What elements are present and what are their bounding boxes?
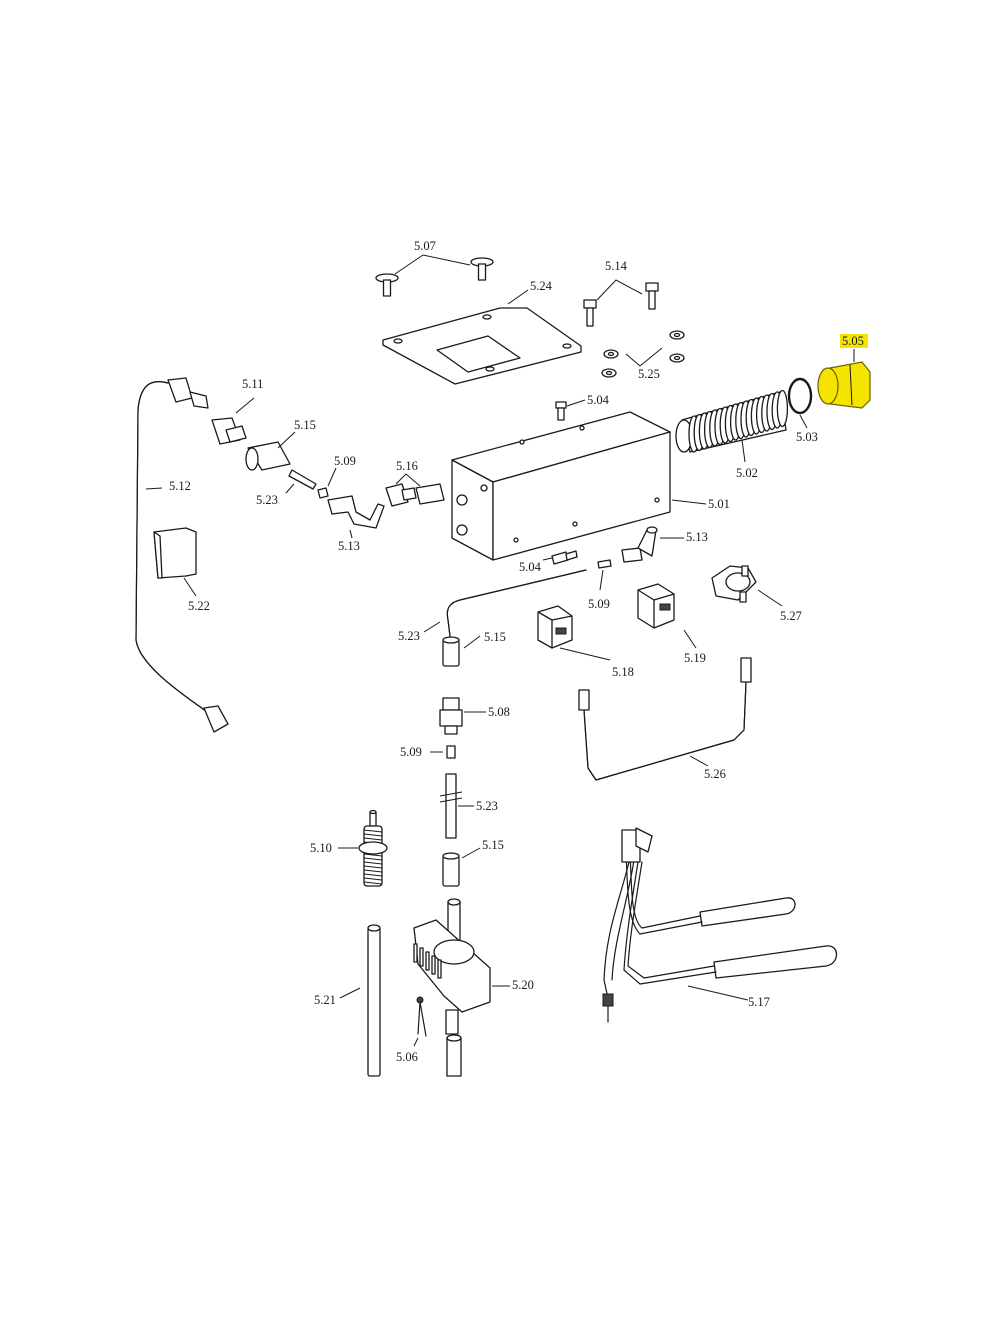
part-5-22-clip[interactable] (153, 527, 197, 597)
label-5-18: 5.18 (612, 665, 634, 679)
label-5-06: 5.06 (396, 1050, 418, 1064)
coil-ring (776, 389, 789, 428)
part-5-09-pin-middle[interactable] (597, 559, 612, 591)
part-5-27-thermostat[interactable] (711, 565, 783, 607)
part-5-12-long-pipe[interactable] (135, 377, 229, 733)
label-5-13-upper: 5.13 (338, 539, 360, 553)
part-5-15-fitting-upper[interactable] (245, 431, 296, 471)
part-5-26-wire[interactable] (578, 657, 752, 781)
part-5-02-coil-element[interactable] (675, 389, 789, 463)
part-5-14-socket-screws[interactable] (583, 279, 659, 327)
thread-line (363, 869, 383, 873)
part-5-23-bent-tube[interactable] (423, 569, 587, 637)
label-5-09-upper: 5.09 (334, 454, 356, 468)
label-5-04-bottom: 5.04 (519, 560, 542, 574)
part-5-15-fitting-middle[interactable] (442, 635, 481, 667)
part-5-08-adapter[interactable] (439, 697, 486, 735)
label-5-15-lower: 5.15 (482, 838, 504, 852)
label-5-09-middle: 5.09 (588, 597, 610, 611)
part-5-04-top-screw[interactable] (555, 399, 586, 421)
lower-pipe (446, 1034, 462, 1077)
thread-line (363, 873, 383, 877)
part-5-10-threaded-rod[interactable] (338, 809, 388, 887)
label-5-16: 5.16 (396, 459, 418, 473)
thread-line (363, 833, 383, 837)
label-5-01: 5.01 (708, 497, 730, 511)
part-5-18-switch[interactable] (537, 605, 611, 661)
label-5-27: 5.27 (780, 609, 802, 623)
label-5-14: 5.14 (605, 259, 628, 273)
part-5-19-switch[interactable] (637, 583, 697, 649)
label-5-09-lower: 5.09 (400, 745, 422, 759)
label-5-21: 5.21 (314, 993, 336, 1007)
thread-line (363, 877, 383, 881)
label-5-13-lower: 5.13 (686, 530, 708, 544)
terminal-pin (425, 951, 430, 971)
part-5-05-end-cap-highlighted[interactable] (817, 334, 871, 409)
part-5-09-pin-upper[interactable] (317, 467, 337, 499)
terminal-pin (419, 947, 424, 967)
label-5-15-upper: 5.15 (294, 418, 316, 432)
label-5-23-straight: 5.23 (476, 799, 498, 813)
label-5-20: 5.20 (512, 978, 534, 992)
label-5-08: 5.08 (488, 705, 510, 719)
thread-line (363, 857, 383, 861)
label-5-04-top: 5.04 (587, 393, 610, 407)
label-5-26: 5.26 (704, 767, 726, 781)
part-5-23-straight-tube[interactable] (439, 773, 474, 839)
part-5-20-valve-housing[interactable] (413, 898, 510, 1035)
part-5-13-elbow-upper[interactable] (327, 495, 385, 539)
label-5-15-middle: 5.15 (484, 630, 506, 644)
part-5-09-pin-lower[interactable] (430, 745, 456, 759)
thread-line (363, 853, 383, 857)
thread-line (363, 837, 383, 841)
label-5-23-upper: 5.23 (256, 493, 278, 507)
label-5-24: 5.24 (530, 279, 553, 293)
terminal-pin (413, 943, 418, 963)
label-5-19: 5.19 (684, 651, 706, 665)
label-5-02: 5.02 (736, 466, 758, 480)
part-5-01-main-block[interactable] (451, 411, 707, 561)
part-5-07-screws[interactable] (375, 254, 494, 297)
thread-line (363, 829, 383, 833)
part-5-23-tube-upper[interactable] (285, 469, 317, 494)
part-5-13-elbow-lower[interactable] (621, 526, 684, 563)
part-5-17-heating-elements[interactable] (602, 827, 838, 1023)
label-5-10: 5.10 (310, 841, 332, 855)
part-5-11-fitting[interactable] (211, 397, 255, 445)
label-5-12: 5.12 (169, 479, 191, 493)
label-5-23-bent: 5.23 (398, 629, 420, 643)
label-5-25: 5.25 (638, 367, 660, 381)
label-5-05: 5.05 (842, 334, 864, 348)
part-5-04-bottom-screw[interactable] (542, 550, 578, 565)
label-5-22: 5.22 (188, 599, 210, 613)
thread-line (363, 861, 383, 865)
part-5-06-sensor[interactable] (413, 996, 427, 1047)
part-5-16-fittings[interactable] (385, 473, 445, 507)
part-5-21-rod[interactable] (339, 924, 381, 1077)
thread-line (363, 865, 383, 869)
terminal-pin (431, 955, 436, 975)
thread-line (363, 881, 383, 885)
terminal-pin (437, 959, 442, 979)
label-5-03: 5.03 (796, 430, 818, 444)
part-5-24-cover-plate[interactable] (382, 289, 582, 385)
part-5-25-washers[interactable] (601, 330, 685, 378)
label-5-07: 5.07 (414, 239, 436, 253)
label-5-17: 5.17 (748, 995, 770, 1009)
part-5-15-fitting-lower[interactable] (442, 847, 481, 887)
label-5-11: 5.11 (242, 377, 263, 391)
part-5-03-o-ring[interactable] (787, 377, 813, 429)
